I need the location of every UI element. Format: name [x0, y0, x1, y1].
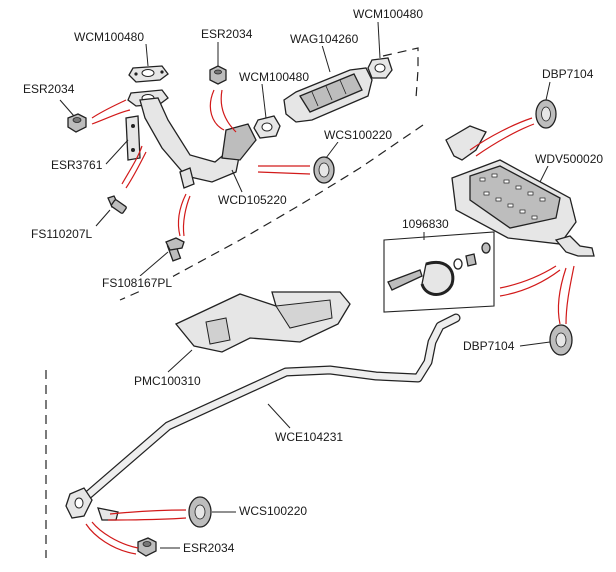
gasket-wcm100480-top-right — [367, 57, 393, 79]
label-wcm100480-mid: WCM100480 — [238, 70, 311, 84]
label-leader-lines — [59, 21, 551, 549]
label-wcd105220: WCD105220 — [217, 193, 288, 207]
nut-esr2034-bottom — [137, 537, 157, 557]
nut-esr2034-top — [209, 65, 227, 85]
bracket-esr3761 — [125, 115, 141, 161]
label-esr2034-left: ESR2034 — [22, 82, 76, 96]
label-wcm100480-top-right: WCM100480 — [352, 7, 425, 21]
label-wcs100220-bottom: WCS100220 — [238, 504, 309, 518]
nut-esr2034-left — [67, 113, 87, 133]
gasket-wcm100480-top-left — [128, 65, 169, 83]
label-dbp7104-bottom: DBP7104 — [462, 339, 516, 353]
bolt-fs110207l — [107, 195, 127, 214]
downpipe-wcd105220 — [139, 97, 257, 189]
label-wdv500020: WDV500020 — [534, 152, 605, 166]
rubber-mount-wcs100220-top — [313, 156, 335, 184]
heat-shield-pmc100310 — [174, 291, 351, 353]
rubber-mount-dbp7104-bottom — [549, 324, 573, 356]
rear-silencer-wdv500020 — [445, 125, 595, 257]
label-1096830: 1096830 — [401, 217, 450, 231]
label-wcm100480-top-left: WCM100480 — [73, 30, 146, 44]
catalytic-converter-wag104260 — [283, 67, 373, 123]
label-esr2034-bottom: ESR2034 — [182, 541, 236, 555]
label-esr3761: ESR3761 — [50, 158, 104, 172]
intermediate-pipe-wce104231 — [65, 313, 461, 521]
label-wcs100220-top: WCS100220 — [323, 128, 394, 142]
fitment-guide-lines — [85, 89, 575, 555]
label-dbp7104-top: DBP7104 — [541, 67, 595, 81]
rubber-mount-wcs100220-bottom — [188, 496, 212, 528]
label-fs108167pl: FS108167PL — [101, 276, 174, 290]
label-fs110207l: FS110207L — [30, 227, 94, 241]
gasket-wcm100480-mid — [253, 115, 281, 139]
bolt-fs108167pl — [165, 237, 185, 262]
label-pmc100310: PMC100310 — [133, 374, 202, 388]
label-esr2034-top: ESR2034 — [200, 27, 254, 41]
rubber-mount-dbp7104-top — [535, 99, 557, 129]
clamp-kit-1096830-box — [383, 231, 495, 313]
label-wag104260: WAG104260 — [289, 32, 360, 46]
group-boundary-front — [119, 47, 424, 301]
label-wce104231: WCE104231 — [274, 430, 345, 444]
